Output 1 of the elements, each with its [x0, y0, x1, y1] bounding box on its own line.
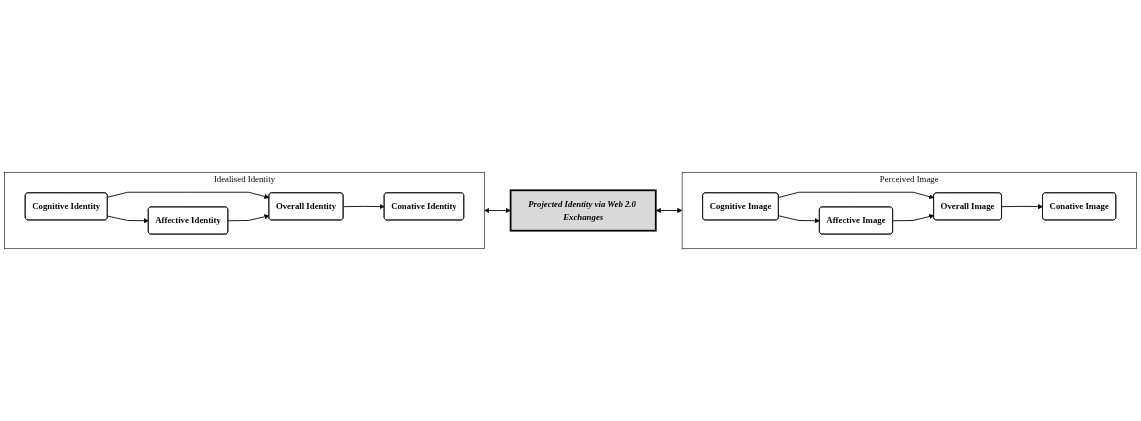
node-box: Projected Identity via Web 2.0 Exchanges: [509, 189, 657, 232]
